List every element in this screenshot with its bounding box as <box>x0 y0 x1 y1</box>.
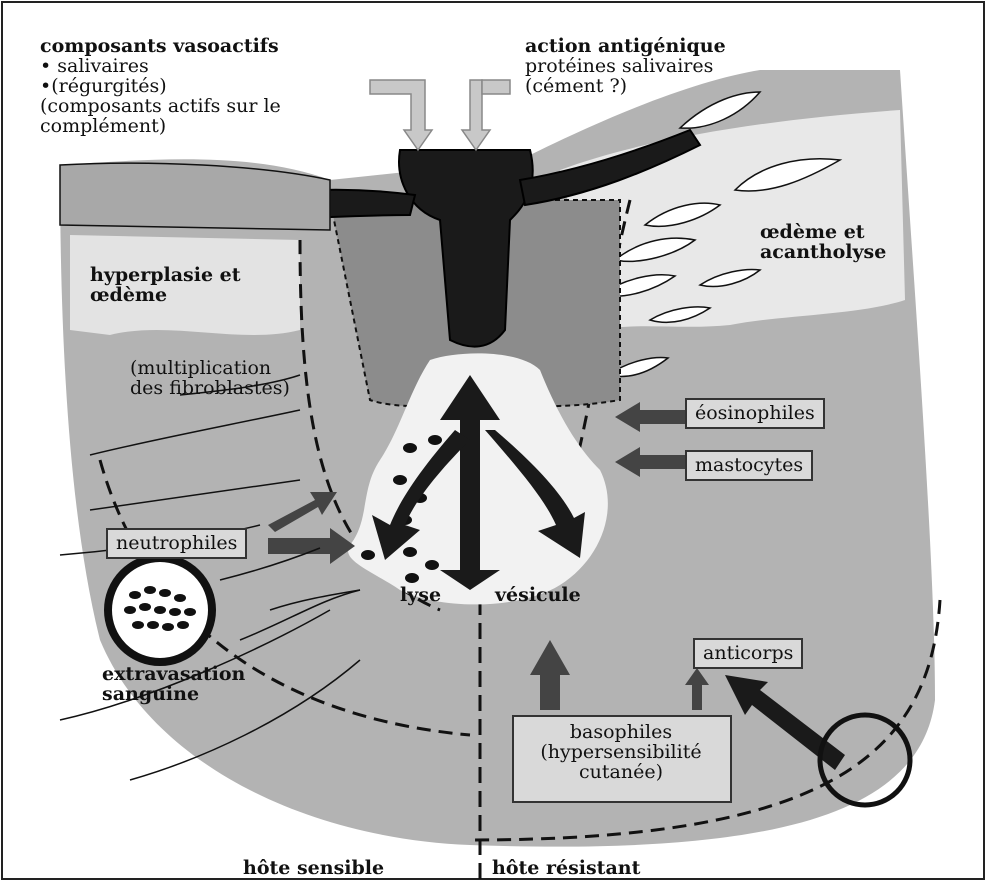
extravasation-label-1: extravasation <box>102 664 245 685</box>
antibodies-box: anticorps <box>693 638 803 669</box>
fibroblast-label-2: des fibroblastes) <box>130 378 290 399</box>
resistant-host-label: hôte résistant <box>492 858 640 879</box>
antigenic-line-1: protéines salivaires <box>525 56 713 77</box>
mast-cells-box: mastocytes <box>685 450 813 481</box>
vasoactive-line-4: complément) <box>40 116 166 137</box>
antigenic-line-2: (cément ?) <box>525 76 627 97</box>
hyperplasia-label-1: hyperplasie et <box>90 265 241 286</box>
vasoactive-line-1: • salivaires <box>40 56 149 77</box>
basophils-label-1: basophiles <box>512 722 730 743</box>
vesicle-label: vésicule <box>495 585 581 606</box>
oedema-label-2: acantholyse <box>760 242 886 263</box>
extravasation-label-2: sanguine <box>102 684 199 705</box>
hyperplasia-label-2: œdème <box>90 285 167 306</box>
vasoactive-line-2: •(régurgités) <box>40 76 167 97</box>
skin-layer-left <box>60 163 330 230</box>
sensitive-host-label: hôte sensible <box>243 858 384 879</box>
oedema-label-1: œdème et <box>760 222 865 243</box>
antigenic-title: action antigénique <box>525 36 726 57</box>
neutrophils-box: neutrophiles <box>106 528 247 559</box>
eosinophils-box: éosinophiles <box>685 398 825 429</box>
lysis-label: lyse <box>400 585 441 606</box>
blood-vessel <box>108 558 212 662</box>
basophils-label-3: cutanée) <box>512 762 730 783</box>
basophils-label-2: (hypersensibilité <box>512 742 730 763</box>
fibroblast-label-1: (multiplication <box>130 358 271 379</box>
vasoactive-line-3: (composants actifs sur le <box>40 96 281 117</box>
vasoactive-title: composants vasoactifs <box>40 36 279 57</box>
